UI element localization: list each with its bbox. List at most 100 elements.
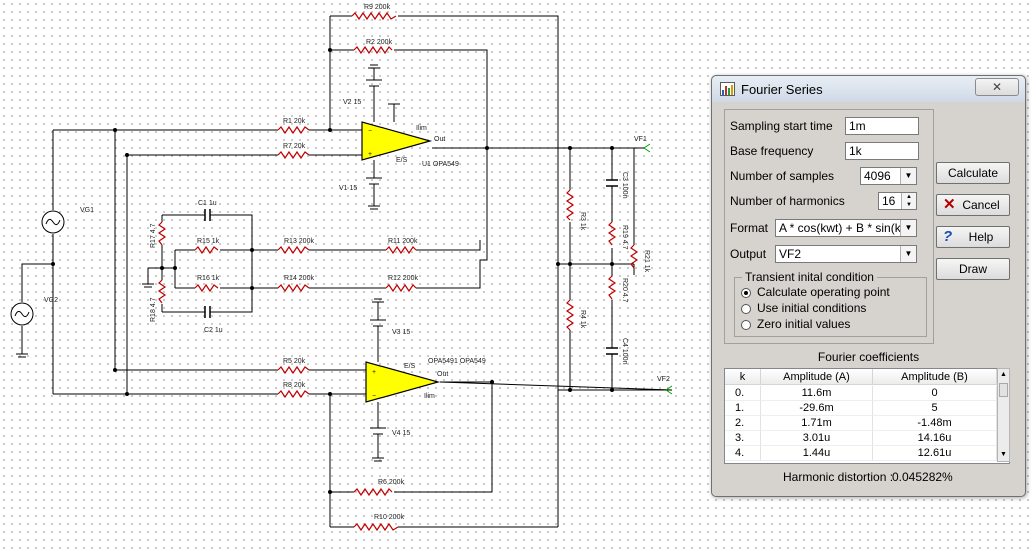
label-r19: R19 4.7: [621, 225, 628, 250]
opamp-minus: −: [368, 128, 372, 135]
label-v4: V4 15: [392, 430, 410, 437]
table-cell-k: 4.: [725, 446, 761, 461]
opamp2-minus: −: [372, 393, 376, 400]
label-v1: V1 15: [339, 185, 357, 192]
radio-calculate-operating-point[interactable]: [741, 288, 751, 298]
draw-button[interactable]: Draw: [936, 258, 1010, 280]
number-of-harmonics-label: Number of harmonics: [730, 194, 845, 208]
label-r11: R11 200k: [388, 238, 418, 245]
label-u2-ilim: Ilim: [424, 393, 435, 400]
fourier-app-icon: [720, 82, 735, 96]
option-calculate-operating-point[interactable]: Calculate operating point: [757, 285, 890, 299]
close-button[interactable]: ✕: [975, 78, 1019, 96]
format-label: Format: [730, 221, 769, 235]
table-cell-a: -29.6m: [761, 401, 873, 416]
label-r14: R14 200k: [284, 275, 314, 282]
number-of-harmonics-spinner[interactable]: 16 ▲▼: [878, 192, 917, 210]
table-cell-k: 3.: [725, 431, 761, 446]
output-label: Output: [730, 247, 767, 261]
label-c4: C4 100n: [621, 338, 628, 365]
spinner-arrows-icon[interactable]: ▲▼: [901, 193, 916, 209]
output-select[interactable]: VF2 ▼: [775, 245, 917, 263]
label-r2: R2 200k: [366, 39, 393, 46]
table-cell-a: 11.6m: [761, 386, 873, 401]
column-header-amplitude-a[interactable]: Amplitude (A): [761, 369, 873, 385]
fourier-series-dialog[interactable]: Fourier Series ✕ Sampling start time 1m …: [711, 75, 1026, 497]
sampling-start-time-label: Sampling start time: [730, 119, 833, 133]
label-r7: R7 20k: [283, 143, 306, 150]
dialog-title: Fourier Series: [741, 82, 823, 97]
cancel-label: Cancel: [962, 198, 1000, 212]
circuit-schematic[interactable]: − + + − R9 200k R2 200k R1 20k R7 20k V2…: [0, 0, 708, 552]
base-frequency-input[interactable]: 1k: [845, 142, 919, 160]
label-c3: C3 100n: [621, 172, 628, 199]
label-r18: R18 4.7: [150, 297, 157, 322]
sampling-start-time-input[interactable]: 1m: [845, 117, 919, 135]
number-of-samples-label: Number of samples: [730, 169, 835, 183]
harmonic-distortion-value: 0.045282%: [892, 470, 953, 484]
format-select[interactable]: A * cos(kwt) + B * sin(kwt) ▼: [775, 219, 917, 237]
option-zero-initial-values[interactable]: Zero initial values: [757, 317, 851, 331]
calculate-button[interactable]: Calculate: [936, 162, 1010, 184]
number-of-samples-value: 4096: [864, 169, 891, 183]
label-r8: R8 20k: [283, 382, 306, 389]
option-use-initial-conditions[interactable]: Use initial conditions: [757, 301, 867, 315]
help-button[interactable]: ? Help: [936, 226, 1010, 248]
close-icon: ✕: [991, 80, 1003, 94]
help-question-icon: ?: [943, 228, 953, 245]
column-header-k[interactable]: k: [725, 369, 761, 385]
scroll-down-icon[interactable]: ▼: [1000, 451, 1007, 458]
chevron-down-icon[interactable]: ▼: [900, 246, 916, 262]
table-cell-b: 0: [873, 386, 997, 401]
label-r15: R15 1k: [197, 238, 220, 245]
label-r21: R21 1k: [643, 250, 650, 273]
table-cell-k: 2.: [725, 416, 761, 431]
radio-zero-initial-values[interactable]: [741, 320, 751, 330]
label-u2: OPA5491 OPA549: [428, 358, 486, 365]
label-c1: C1 1u: [198, 200, 217, 207]
label-vf1: VF1: [634, 136, 647, 143]
label-u1-es: E/S: [396, 157, 408, 164]
label-vg1: VG1: [80, 207, 94, 214]
table-cell-a: 3.01u: [761, 431, 873, 446]
label-u1-ilim: Ilim: [416, 125, 427, 132]
help-label: Help: [968, 230, 994, 244]
table-scrollbar[interactable]: ▲ ▼: [997, 368, 1010, 462]
base-frequency-label: Base frequency: [730, 144, 814, 158]
label-r16: R16 1k: [197, 275, 220, 282]
label-r5: R5 20k: [283, 358, 306, 365]
table-cell-a: 1.44u: [761, 446, 873, 461]
table-cell-k: 1.: [725, 401, 761, 416]
label-r10: R10 200k: [374, 514, 404, 521]
table-cell-b: 14.16u: [873, 431, 997, 446]
label-r3: R3 1k: [579, 212, 586, 231]
label-r6: R6 200k: [378, 479, 405, 486]
transient-condition-title: Transient inital condition: [742, 270, 877, 284]
dialog-titlebar[interactable]: Fourier Series ✕: [712, 76, 1025, 102]
format-value: A * cos(kwt) + B * sin(kwt): [779, 221, 917, 235]
label-r1: R1 20k: [283, 118, 306, 125]
column-header-amplitude-b[interactable]: Amplitude (B): [873, 369, 997, 385]
table-cell-k: 0.: [725, 386, 761, 401]
radio-use-initial-conditions[interactable]: [741, 304, 751, 314]
number-of-samples-select[interactable]: 4096 ▼: [860, 167, 917, 185]
chevron-down-icon[interactable]: ▼: [900, 168, 916, 184]
table-cell-b: 12.61u: [873, 446, 997, 461]
label-v2: V2 15: [343, 99, 361, 106]
chevron-down-icon[interactable]: ▼: [900, 220, 916, 236]
label-r17: R17 4.7: [150, 223, 157, 248]
scroll-thumb[interactable]: [999, 383, 1008, 397]
scroll-up-icon[interactable]: ▲: [1000, 371, 1007, 378]
label-r20: R20 4.7: [621, 278, 628, 303]
table-cell-b: -1.48m: [873, 416, 997, 431]
label-u1: U1 OPA549: [422, 161, 459, 168]
opamp2-plus: +: [372, 369, 376, 376]
fourier-coefficients-title: Fourier coefficients: [817, 350, 920, 364]
opamp-plus: +: [368, 151, 372, 158]
label-r4: R4 1k: [579, 310, 586, 329]
label-vg2: VG2: [44, 297, 58, 304]
coefficients-table[interactable]: k Amplitude (A) Amplitude (B) 0. 11.6m 0…: [724, 368, 1010, 464]
output-value: VF2: [779, 247, 802, 261]
cancel-button[interactable]: ✕ Cancel: [936, 194, 1010, 216]
label-c2: C2 1u: [204, 327, 223, 334]
